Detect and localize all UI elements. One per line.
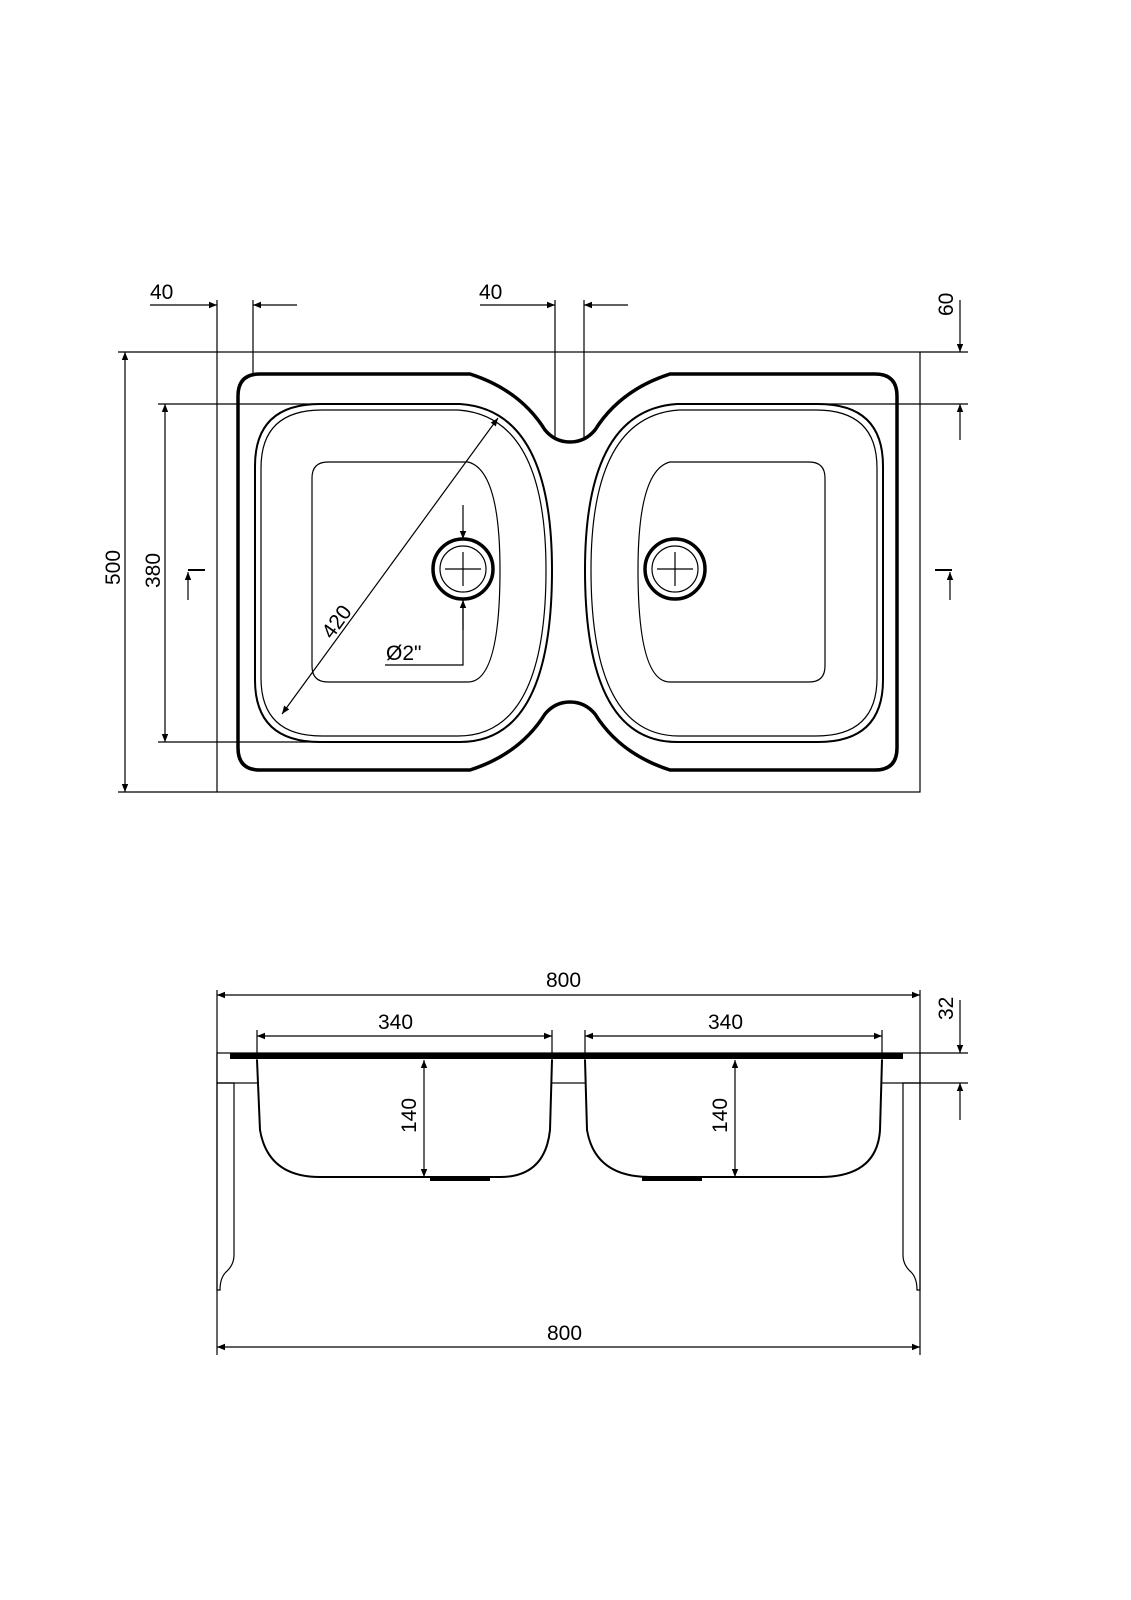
left-bowl-section bbox=[256, 1059, 553, 1178]
right-basin bbox=[637, 461, 826, 683]
right-drain-icon bbox=[643, 537, 707, 601]
dim-total-depth: 500 bbox=[102, 550, 125, 585]
sink-outline bbox=[216, 351, 921, 793]
dim-diagonal: 420 bbox=[317, 601, 356, 643]
section-marker-left bbox=[184, 569, 205, 600]
right-cabinet-wall bbox=[902, 1082, 921, 1291]
sink-rim bbox=[236, 372, 899, 772]
dim-total-width-top: 800 bbox=[546, 969, 581, 992]
dim-total-width-bottom: 800 bbox=[547, 1322, 582, 1345]
right-bowl bbox=[583, 403, 884, 743]
left-drain-icon bbox=[431, 537, 495, 601]
right-drain-section bbox=[642, 1177, 702, 1181]
left-cabinet-wall bbox=[216, 1082, 235, 1291]
dim-left-margin: 40 bbox=[150, 281, 173, 304]
dim-bowl-left-width: 340 bbox=[378, 1011, 413, 1034]
right-bowl-section bbox=[584, 1059, 883, 1178]
left-basin bbox=[311, 461, 501, 683]
top-view: 40 40 60 500 380 420 Ø2" bbox=[102, 281, 968, 793]
dim-drain: Ø2" bbox=[386, 642, 421, 665]
dim-rim: 32 bbox=[935, 997, 958, 1020]
left-bowl bbox=[254, 403, 554, 743]
dim-bowl-depth: 380 bbox=[142, 553, 165, 588]
section-marker-right bbox=[935, 569, 954, 600]
dim-bowl-right-width: 340 bbox=[708, 1011, 743, 1034]
dim-top-margin: 60 bbox=[935, 293, 958, 316]
dim-center-gap: 40 bbox=[479, 281, 502, 304]
dim-bowl-right-height: 140 bbox=[709, 1098, 732, 1133]
left-drain-section bbox=[430, 1177, 490, 1181]
right-bowl-inner bbox=[590, 409, 878, 737]
side-view: 800 340 340 140 140 32 800 bbox=[216, 969, 968, 1355]
dim-bowl-left-height: 140 bbox=[398, 1098, 421, 1133]
sink-rim-section bbox=[230, 1053, 903, 1059]
left-bowl-inner bbox=[260, 409, 547, 737]
